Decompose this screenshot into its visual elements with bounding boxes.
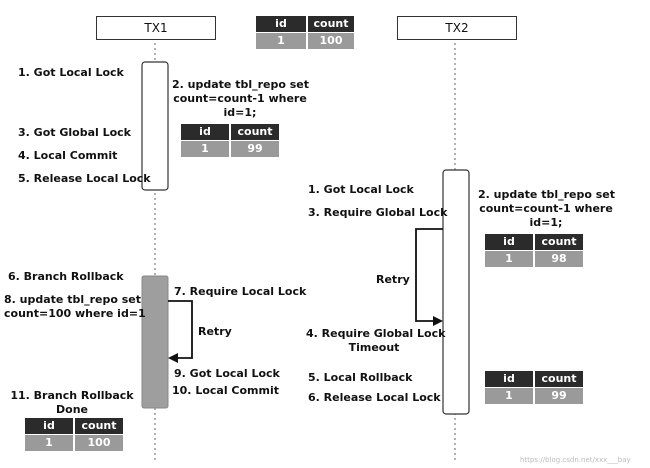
tx2-step-3: 3. Require Global Lock — [308, 206, 448, 219]
tx1-table-cell-id: 1 — [181, 140, 230, 157]
tx2-step-4-line-2: Timeout — [348, 341, 400, 354]
tx1-activation-box — [141, 61, 169, 191]
tx2-table-a-header-id: id — [485, 234, 534, 251]
top-table-header-count: count — [306, 16, 354, 33]
tx2-retry-loop — [415, 228, 443, 322]
tx1-step-3: 3. Got Global Lock — [18, 126, 131, 139]
tx1-table-header-id: id — [181, 124, 230, 141]
tx2-step-2-line-1: 2. update tbl_repo set — [478, 188, 616, 201]
tx1-step-1: 1. Got Local Lock — [18, 66, 124, 79]
tx1-table-header-count: count — [229, 124, 279, 141]
watermark: https://blog.csdn.net/xxx___bay — [520, 456, 631, 464]
rollback-table-cell-count: 100 — [73, 434, 123, 451]
tx2-table-b-cell-id: 1 — [485, 387, 534, 404]
tx2-table-a-cell-id: 1 — [485, 250, 534, 267]
tx2-table-b-header-id: id — [485, 371, 534, 388]
rollback-step-11-line-1: 11. Branch Rollback — [10, 389, 134, 402]
rollback-step-10: 10. Local Commit — [172, 384, 280, 397]
top-table-cell-id: 1 — [256, 32, 307, 49]
tx2-step-6: 6. Release Local Lock — [308, 391, 441, 404]
tx2-table-a-cell-count: 98 — [533, 250, 583, 267]
tx2-step-2-line-3: id=1; — [529, 216, 563, 229]
tx1-step-2-line-2: count=count-1 where — [173, 92, 307, 105]
rollback-table-header-count: count — [73, 418, 123, 435]
top-table-cell-count: 100 — [306, 32, 354, 49]
rollback-step-7: 7. Require Local Lock — [174, 285, 307, 298]
rollback-step-8-line-1: 8. update tbl_repo set — [4, 293, 142, 306]
tx1-step-2-line-3: id=1; — [223, 106, 257, 119]
tx2-table-b-cell-count: 99 — [533, 387, 583, 404]
tx1-step-5: 5. Release Local Lock — [18, 172, 151, 185]
rollback-step-9: 9. Got Local Lock — [174, 367, 280, 380]
tx2-step-1: 1. Got Local Lock — [308, 183, 414, 196]
tx1-retry-loop — [168, 300, 193, 359]
tx2-activation-box — [442, 169, 470, 415]
rollback-step-11-line-2: Done — [56, 403, 88, 416]
tx2-step-2-line-2: count=count-1 where — [479, 202, 613, 215]
tx2-step-2: 2. update tbl_repo set count=count-1 whe… — [478, 188, 616, 230]
tx2-retry-arrowhead — [433, 316, 443, 326]
tx1-step-4: 4. Local Commit — [18, 149, 118, 162]
tx1-retry-arrowhead — [168, 353, 178, 363]
tx1-rollback-bar — [141, 275, 169, 409]
tx1-step-2-line-1: 2. update tbl_repo set — [172, 78, 310, 91]
tx2-table-b-header-count: count — [533, 371, 583, 388]
rollback-table-cell-id: 1 — [25, 434, 74, 451]
rollback-step-6: 6. Branch Rollback — [8, 270, 124, 283]
tx2-header: TX2 — [397, 16, 517, 40]
tx2-step-4-line-1: 4. Require Global Lock — [306, 327, 446, 340]
tx2-table-a-header-count: count — [533, 234, 583, 251]
rollback-table-header-id: id — [25, 418, 74, 435]
tx2-retry-label: Retry — [376, 273, 410, 286]
tx1-table-cell-count: 99 — [229, 140, 279, 157]
tx1-step-2: 2. update tbl_repo set count=count-1 whe… — [172, 78, 310, 120]
top-table-header-id: id — [256, 16, 307, 33]
tx2-step-4: 4. Require Global Lock Timeout — [306, 327, 446, 355]
rollback-step-8: 8. update tbl_repo set count=100 where i… — [4, 293, 146, 321]
tx2-step-5: 5. Local Rollback — [308, 371, 413, 384]
tx1-header: TX1 — [96, 16, 216, 40]
rollback-step-8-line-2: count=100 where id=1 — [4, 307, 146, 320]
tx1-retry-label: Retry — [198, 325, 232, 338]
rollback-step-11: 11. Branch Rollback Done — [4, 389, 140, 417]
